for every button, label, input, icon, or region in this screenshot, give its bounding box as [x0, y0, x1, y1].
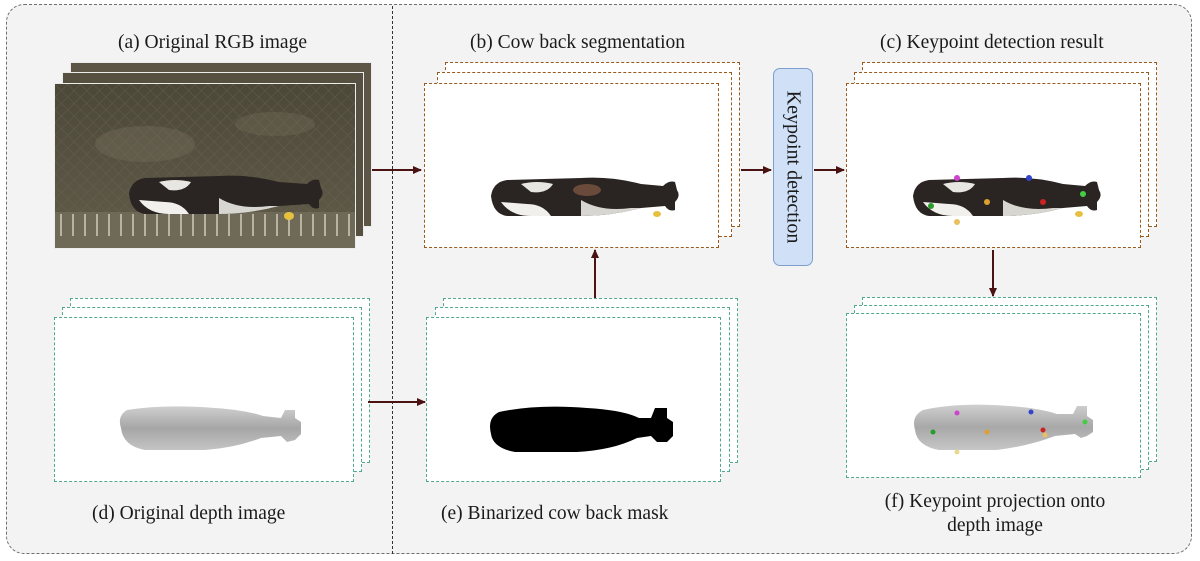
kp-cow-drawing: [913, 175, 1101, 225]
caption-e: (e) Binarized cow back mask: [441, 503, 669, 524]
depth-cow-drawing: [119, 406, 301, 450]
seg-cow-drawing: [491, 177, 679, 217]
keypoint-1: [954, 175, 960, 181]
cow-rgb: [129, 175, 323, 220]
proj-keypoint-5: [984, 429, 990, 435]
proj-keypoint-3: [1082, 419, 1088, 425]
proj-keypoint-8: [954, 449, 960, 455]
keypoint-5: [984, 199, 990, 205]
proj-cow-drawing: [914, 404, 1093, 455]
rgb-photo: [54, 83, 356, 249]
caption-b: (b) Cow back segmentation: [470, 32, 685, 53]
caption-f-line2: depth image: [947, 515, 1043, 537]
caption-f: (f) Keypoint projection onto depth image: [855, 490, 1135, 539]
kp-panel: [846, 83, 1141, 248]
keypoint-2: [1026, 175, 1032, 181]
section-divider: [392, 6, 393, 554]
proj-keypoint-6: [1040, 427, 1046, 433]
proj-keypoint-2: [1028, 409, 1034, 415]
seg-panel: [424, 83, 719, 248]
keypoint-detection-block: Keypoint detection: [773, 68, 813, 266]
caption-f-line1: (f) Keypoint projection onto: [884, 491, 1106, 512]
caption-d: (d) Original depth image: [92, 503, 286, 524]
keypoint-7: [954, 219, 960, 225]
rgb-photo-drawing: [55, 84, 355, 248]
caption-c: (c) Keypoint detection result: [880, 32, 1104, 53]
proj-keypoint-1: [954, 410, 960, 416]
proj-keypoint-4: [930, 429, 936, 435]
keypoint-4: [928, 203, 934, 209]
mask-panel: [426, 317, 721, 482]
keypoint-6: [1040, 199, 1046, 205]
keypoint-3: [1080, 191, 1086, 197]
mask-cow-drawing: [490, 406, 673, 452]
depth-image-panel: [54, 317, 354, 482]
proj-panel: [846, 313, 1141, 478]
caption-a: (a) Original RGB image: [118, 32, 307, 53]
proj-keypoint-7: [1042, 432, 1048, 438]
